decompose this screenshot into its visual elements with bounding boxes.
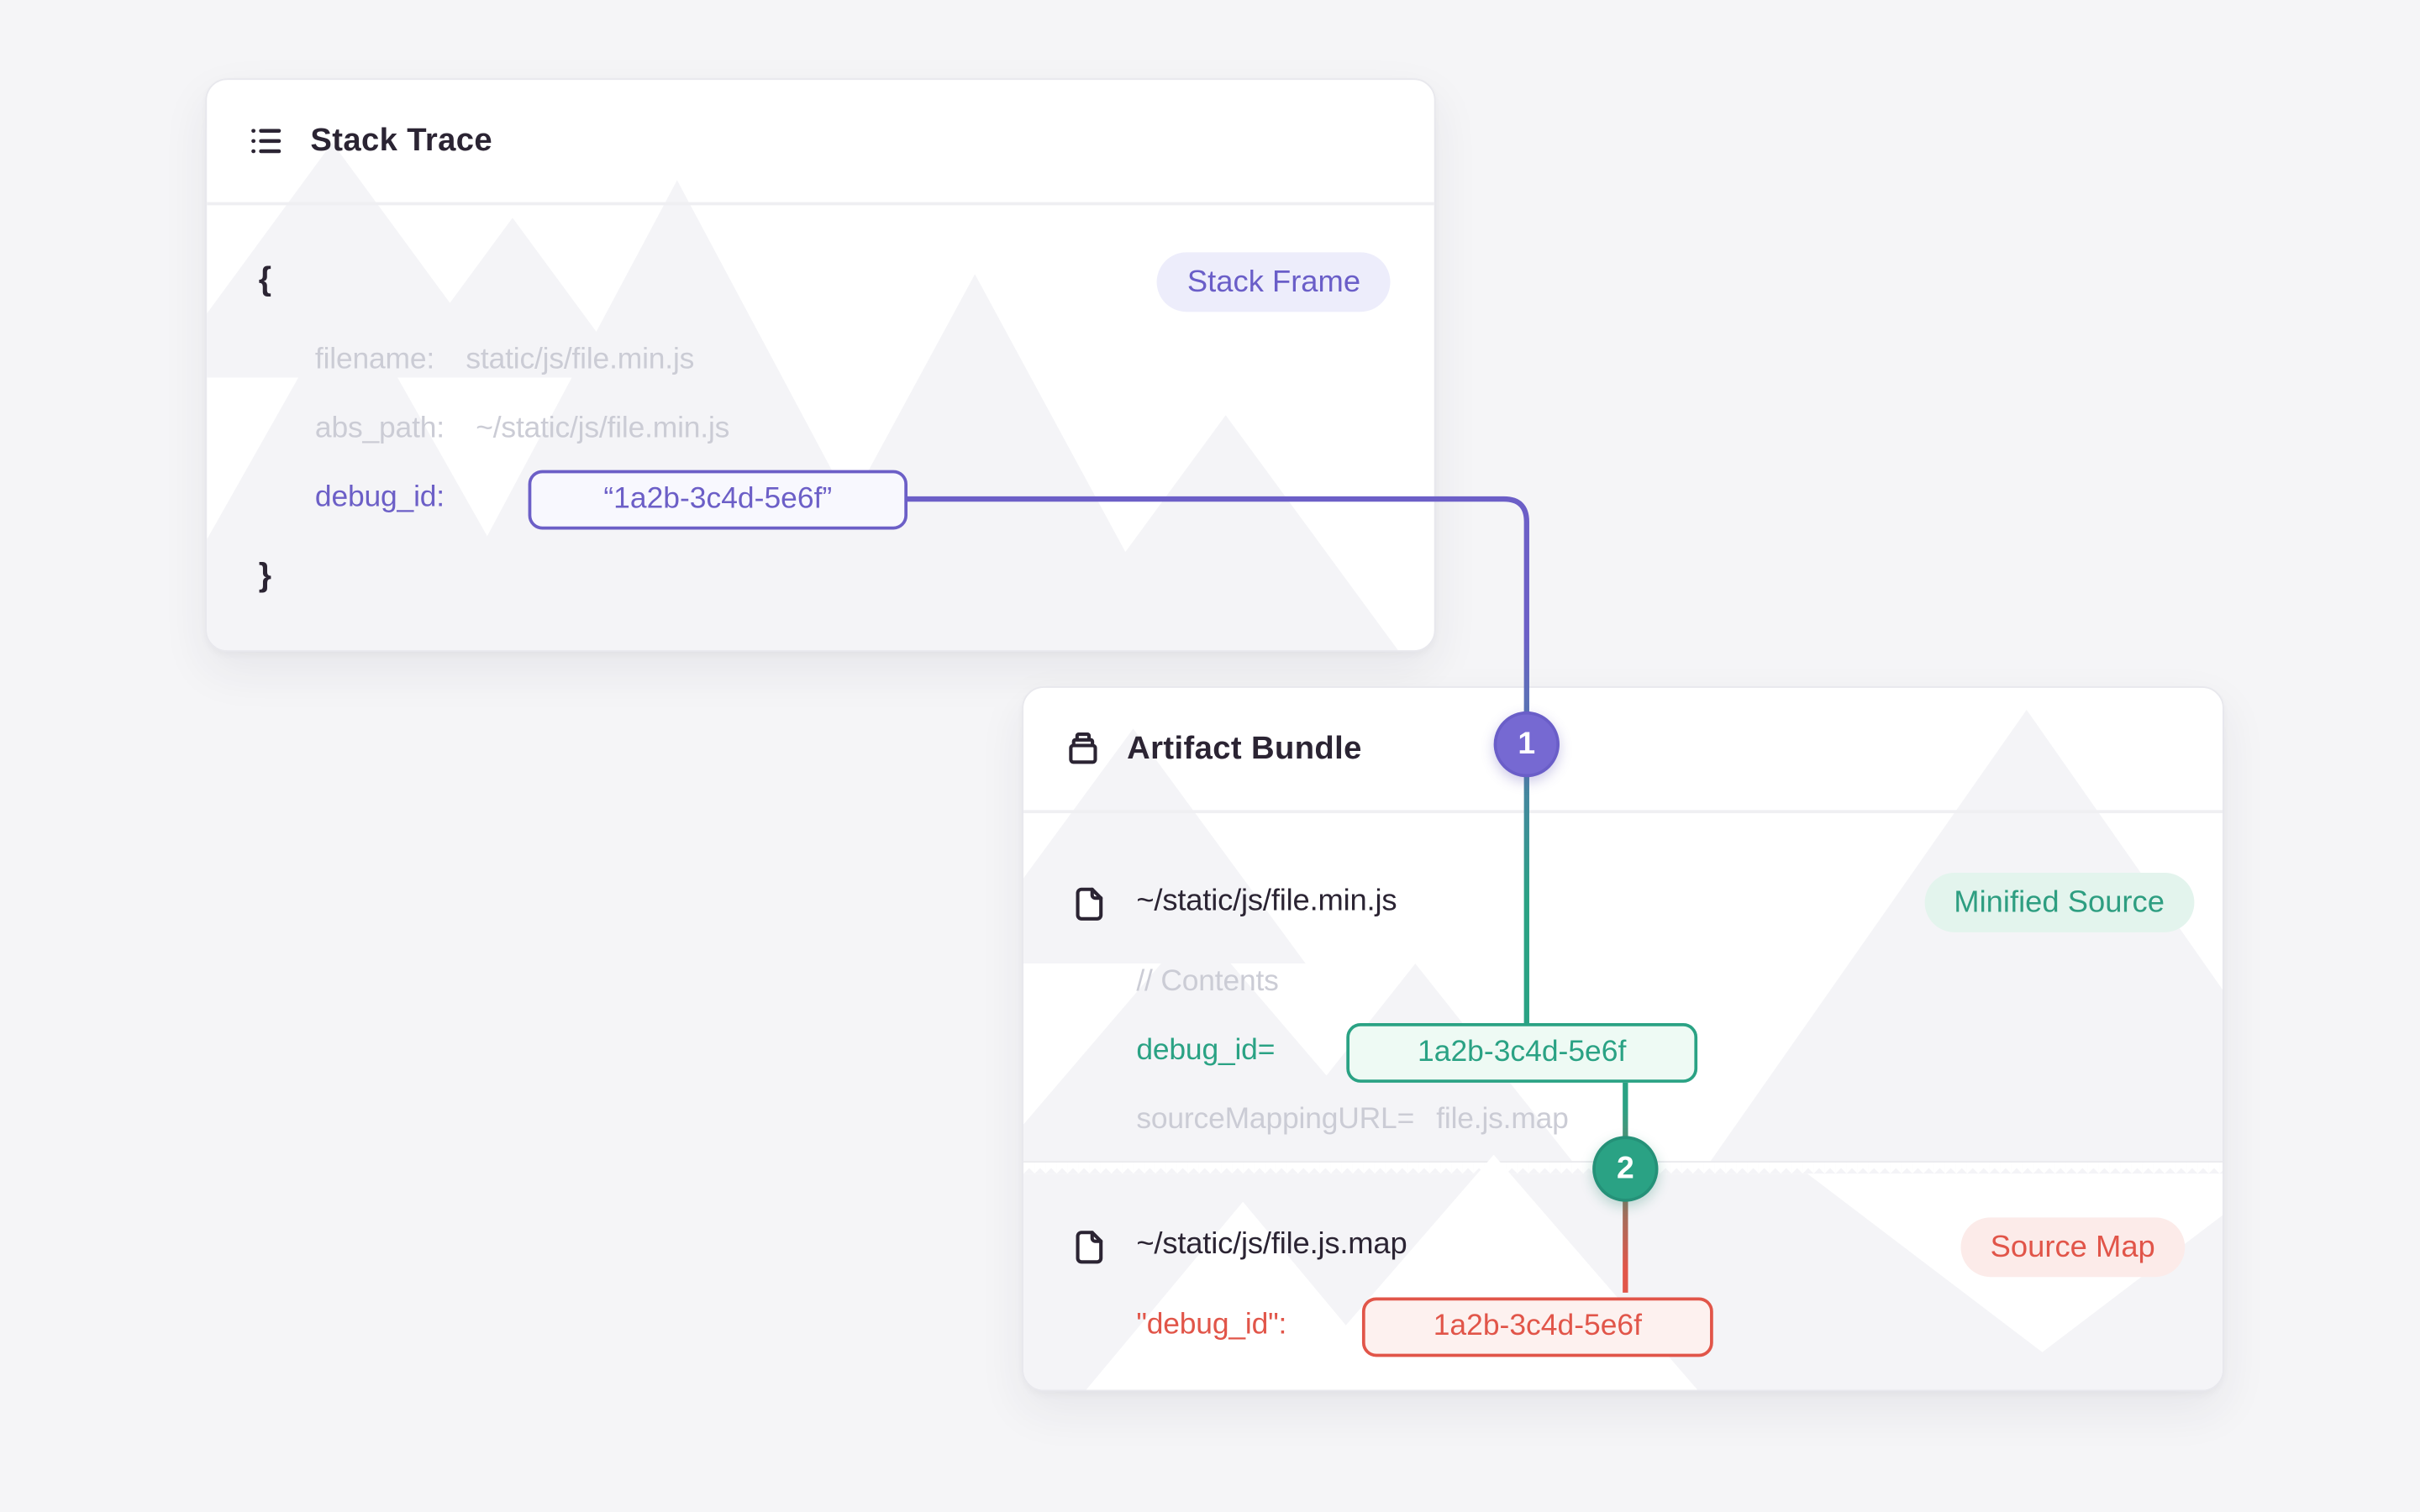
debug-id-token-red: 1a2b-3c4d-5e6f (1362, 1297, 1713, 1357)
debug-id-token-green: 1a2b-3c4d-5e6f (1346, 1023, 1697, 1083)
bundle-debug-id-value: 1a2b-3c4d-5e6f (1418, 1036, 1626, 1070)
abs-path-value: ~/static/js/file.min.js (476, 412, 729, 445)
minified-filename: ~/static/js/file.min.js (1136, 884, 1397, 920)
filename-value: static/js/file.min.js (466, 344, 694, 376)
source-map-badge-label: Source Map (1991, 1229, 2155, 1265)
source-map-filename: ~/static/js/file.js.map (1136, 1227, 1407, 1263)
map-debug-id-row: "debug_id": (1136, 1309, 1286, 1343)
source-mapping-row: sourceMappingURL= file.js.map (1136, 1103, 1568, 1137)
filename-row: filename: static/js/file.min.js (315, 344, 694, 378)
stack-frame-badge: Stack Frame (1157, 252, 1390, 312)
step-2-number: 2 (1617, 1151, 1634, 1187)
abs-path-row: abs_path: ~/static/js/file.min.js (315, 412, 729, 447)
bundle-debug-id-label: debug_id= (1136, 1034, 1275, 1067)
file-icon (1071, 885, 1108, 923)
debug-id-value: “1a2b-3c4d-5e6f” (603, 483, 832, 517)
stack-trace-header: Stack Trace (207, 80, 1434, 205)
list-icon (248, 122, 286, 160)
watermark-triangle (1053, 415, 1397, 650)
debug-id-token-purple: “1a2b-3c4d-5e6f” (529, 470, 908, 530)
source-mapping-value: file.js.map (1436, 1103, 1569, 1136)
watermark-triangle (771, 274, 1179, 650)
stack-trace-title: Stack Trace (310, 122, 492, 160)
artifact-bundle-card: Artifact Bundle ~/static/js/file.min.js … (1022, 686, 2224, 1391)
abs-path-label: abs_path: (315, 412, 445, 445)
bundle-debug-id-row: debug_id= (1136, 1034, 1275, 1068)
debug-id-label: debug_id: (315, 481, 445, 514)
minified-source-badge: Minified Source (1924, 873, 2195, 932)
artifact-bundle-title: Artifact Bundle (1127, 730, 1362, 768)
stack-trace-card: Stack Trace Stack Frame { filename: stati… (205, 78, 1435, 652)
debug-id-row: debug_id: (315, 481, 445, 516)
filename-label: filename: (315, 344, 434, 376)
stack-frame-badge-label: Stack Frame (1187, 264, 1360, 300)
source-mapping-label: sourceMappingURL= (1136, 1103, 1414, 1136)
open-brace: { (259, 262, 271, 300)
minified-source-badge-label: Minified Source (1954, 885, 2165, 921)
map-debug-id-label: "debug_id": (1136, 1309, 1286, 1341)
source-map-badge: Source Map (1960, 1217, 2185, 1277)
artifact-bundle-header: Artifact Bundle (1023, 688, 2223, 813)
step-2-badge: 2 (1592, 1136, 1658, 1201)
archive-stack-icon (1065, 730, 1102, 768)
step-1-number: 1 (1518, 727, 1535, 763)
close-brace: } (259, 558, 271, 596)
contents-comment: // Contents (1136, 965, 1278, 1000)
step-1-badge: 1 (1494, 711, 1560, 777)
map-debug-id-value: 1a2b-3c4d-5e6f (1434, 1310, 1642, 1344)
file-icon (1071, 1228, 1108, 1266)
